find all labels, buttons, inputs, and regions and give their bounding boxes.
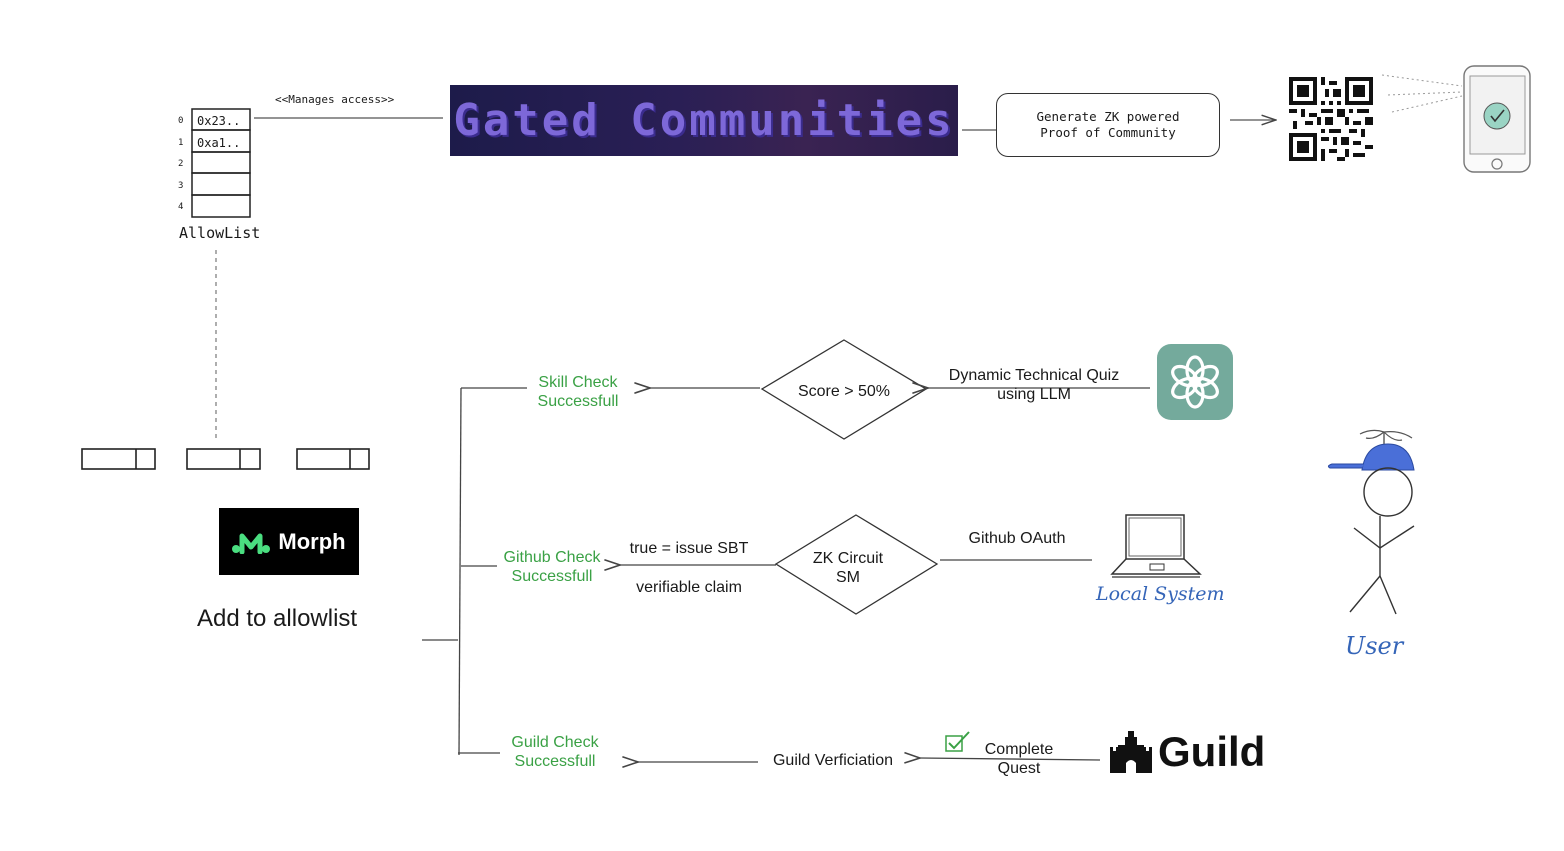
guild-castle-icon <box>1110 731 1152 773</box>
guild-verification-label: Guild Verficiation <box>772 752 894 769</box>
local-system-label: Local System <box>1096 583 1225 605</box>
skill-check-label: Skill Check Successfull <box>537 374 619 410</box>
laptop-icon <box>1110 514 1202 578</box>
score-threshold-label: Score > 50% <box>797 383 891 400</box>
zk-proof-box: Generate ZK powered Proof of Community <box>996 93 1220 157</box>
allowlist-indices: 0 1 2 3 4 <box>178 116 184 212</box>
zk-circuit-decision <box>774 514 939 615</box>
allowlist-slots: 0x23.. 0xa1.. <box>197 111 240 154</box>
chatgpt-icon <box>1171 355 1219 409</box>
complete-quest-label: Complete Quest <box>984 741 1054 777</box>
github-oauth-label: Github OAuth <box>968 530 1066 547</box>
gated-communities-banner: Gated Communities <box>450 85 958 156</box>
quiz-label: Dynamic Technical Quiz using LLM <box>948 367 1120 403</box>
morph-logo-text: Morph <box>278 528 346 554</box>
allowlist-slot: 0x23.. <box>197 114 241 128</box>
morph-logo-icon <box>232 533 271 554</box>
guild-check-label: Guild Check Successfull <box>511 734 599 770</box>
zk-circuit-label: ZK Circuit SM <box>812 550 884 586</box>
issue-sbt-label: true = issue SBT <box>629 540 749 557</box>
score-decision <box>760 339 928 440</box>
chain-blocks <box>81 448 370 470</box>
stick-figure-icon <box>1327 429 1415 615</box>
add-to-allowlist-label: Add to allowlist <box>197 605 358 632</box>
qr-code-icon <box>1289 77 1373 161</box>
allowlist-grid <box>191 108 251 218</box>
allowlist-slot: 0xa1.. <box>197 135 241 150</box>
allowlist-label: AllowList <box>179 224 261 242</box>
github-check-label: Github Check Successfull <box>503 549 601 585</box>
guild-logo-text: Guild <box>1158 728 1266 775</box>
morph-logo: Morph <box>219 508 359 575</box>
chatgpt-logo <box>1157 344 1233 420</box>
banner-title: Gated Communities <box>453 95 955 146</box>
checkbox-icon <box>945 731 970 752</box>
manages-access-label: <<Manages access>> <box>275 93 395 106</box>
phone-icon <box>1463 65 1531 173</box>
check-tree <box>422 387 527 756</box>
user-label: User <box>1345 632 1404 660</box>
guild-logo: Guild <box>1108 728 1265 776</box>
verifiable-claim-label: verifiable claim <box>636 579 742 596</box>
